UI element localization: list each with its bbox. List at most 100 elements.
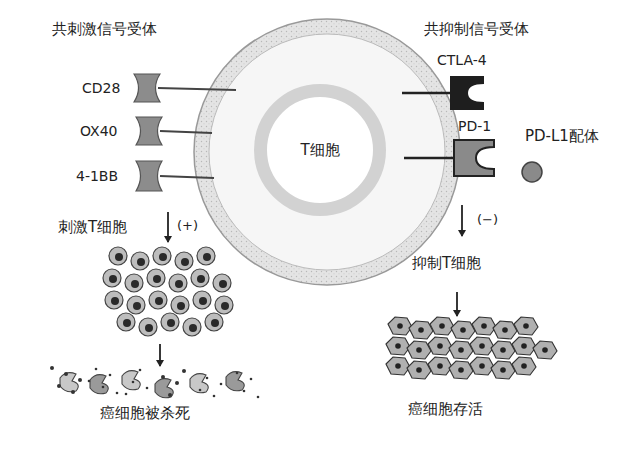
cancer-cell xyxy=(533,341,557,359)
cancer-cell-nucleus xyxy=(542,347,548,353)
cancer-cell xyxy=(409,321,433,339)
debris-dot xyxy=(175,381,179,385)
cancer-cell xyxy=(449,361,473,379)
debris-dot xyxy=(78,378,82,382)
nucleus-circle: T细胞 xyxy=(254,84,386,216)
receptor-name: PD-1 xyxy=(458,118,491,135)
cancer-cell-nucleus xyxy=(479,363,485,369)
t-cell xyxy=(213,274,231,292)
t-cell xyxy=(161,313,179,331)
cell-fragment xyxy=(90,375,108,394)
t-cell xyxy=(183,318,201,336)
t-cell-nucleus xyxy=(131,280,139,288)
cell-fragment xyxy=(226,372,244,391)
cancer-cell xyxy=(491,341,515,359)
cancer-cell xyxy=(470,357,494,375)
cancer-cell xyxy=(428,357,452,375)
t-cell-nucleus xyxy=(155,297,163,305)
t-cell-nucleus xyxy=(111,297,119,305)
t-cell xyxy=(171,296,189,314)
debris-dot xyxy=(182,369,186,373)
cancer-cell-nucleus xyxy=(437,343,443,349)
cancer-cell-nucleus xyxy=(416,347,422,353)
cancer-cell xyxy=(407,361,431,379)
cancer-cell-nucleus xyxy=(439,323,445,329)
node-text: T细胞 xyxy=(300,141,339,160)
cancer-cell xyxy=(493,321,517,339)
cancer-cell-cluster xyxy=(386,317,557,379)
cancer-cell-nucleus xyxy=(458,367,464,373)
pd-l1-ligand xyxy=(522,162,542,182)
debris-dot xyxy=(236,372,239,375)
t-cell-nucleus xyxy=(153,275,161,283)
cancer-cell xyxy=(491,361,515,379)
t-cell xyxy=(191,269,209,287)
outcome-text: 癌细胞被杀死 xyxy=(100,404,190,422)
cancer-cell xyxy=(407,341,431,359)
receptor-name: 4-1BB xyxy=(76,168,118,185)
receptor-name: CTLA-4 xyxy=(437,52,487,69)
debris-dot xyxy=(64,372,68,376)
debris-dot xyxy=(109,374,112,377)
cell-fragment xyxy=(60,373,78,392)
t-cell-nucleus xyxy=(133,302,141,310)
cancer-cell-nucleus xyxy=(523,323,529,329)
cancer-cell-nucleus xyxy=(521,343,527,349)
debris-dot xyxy=(161,375,165,379)
debris-dot xyxy=(95,368,98,371)
cancer-cell-nucleus xyxy=(460,327,466,333)
debris-dot xyxy=(88,380,91,383)
t-cell-nucleus xyxy=(123,319,131,327)
t-cell-nucleus xyxy=(177,302,185,310)
debris-dot xyxy=(57,384,61,388)
t-cell xyxy=(139,318,157,336)
t-cell-nucleus xyxy=(181,258,189,266)
cancer-cell-nucleus xyxy=(416,367,422,373)
cancer-cell-nucleus xyxy=(502,327,508,333)
costim-receptors xyxy=(134,74,236,191)
effect-text: 刺激T细胞 xyxy=(58,218,127,236)
debris-dot xyxy=(257,396,260,399)
cancer-cell xyxy=(512,337,536,355)
t-cell xyxy=(105,291,123,309)
cancer-cell-nucleus xyxy=(395,363,401,369)
ligand-name: PD-L1配体 xyxy=(525,127,599,145)
t-cell-nucleus xyxy=(109,275,117,283)
debris-dot xyxy=(125,393,128,396)
cancer-cell-nucleus xyxy=(521,363,527,369)
arrows xyxy=(160,205,462,366)
debris-dot xyxy=(243,390,246,393)
cancer-cell xyxy=(388,317,412,335)
t-cell xyxy=(169,274,187,292)
cytoplasm xyxy=(209,34,445,270)
cancer-cell xyxy=(451,321,475,339)
t-cell-nucleus xyxy=(211,319,219,327)
t-cell-cluster xyxy=(103,247,233,336)
t-cell xyxy=(193,291,211,309)
t-cell-nucleus xyxy=(219,280,227,288)
cancer-cell xyxy=(430,317,454,335)
cancer-cell-nucleus xyxy=(418,327,424,333)
debris-dot xyxy=(206,377,209,380)
t-cell xyxy=(175,252,193,270)
receptor-name: CD28 xyxy=(82,80,120,97)
t-cell-nucleus xyxy=(137,258,145,266)
debris-dot xyxy=(199,389,202,392)
t-cell-nucleus xyxy=(203,253,211,261)
t-cell-nucleus xyxy=(189,324,197,332)
debris-dot xyxy=(116,392,119,395)
t-cell xyxy=(147,269,165,287)
cancer-cell-nucleus xyxy=(500,347,506,353)
cell-membrane xyxy=(194,19,460,285)
debris-dot xyxy=(213,395,216,398)
debris-dot xyxy=(250,378,253,381)
cancer-cell xyxy=(470,337,494,355)
cancer-cell xyxy=(512,357,536,375)
cancer-cell-nucleus xyxy=(437,363,443,369)
cancer-cell xyxy=(449,341,473,359)
cancer-cell xyxy=(428,337,452,355)
t-cell xyxy=(215,296,233,314)
group-heading: 共抑制信号受体 xyxy=(424,20,529,38)
sign-label: (−) xyxy=(477,212,498,228)
